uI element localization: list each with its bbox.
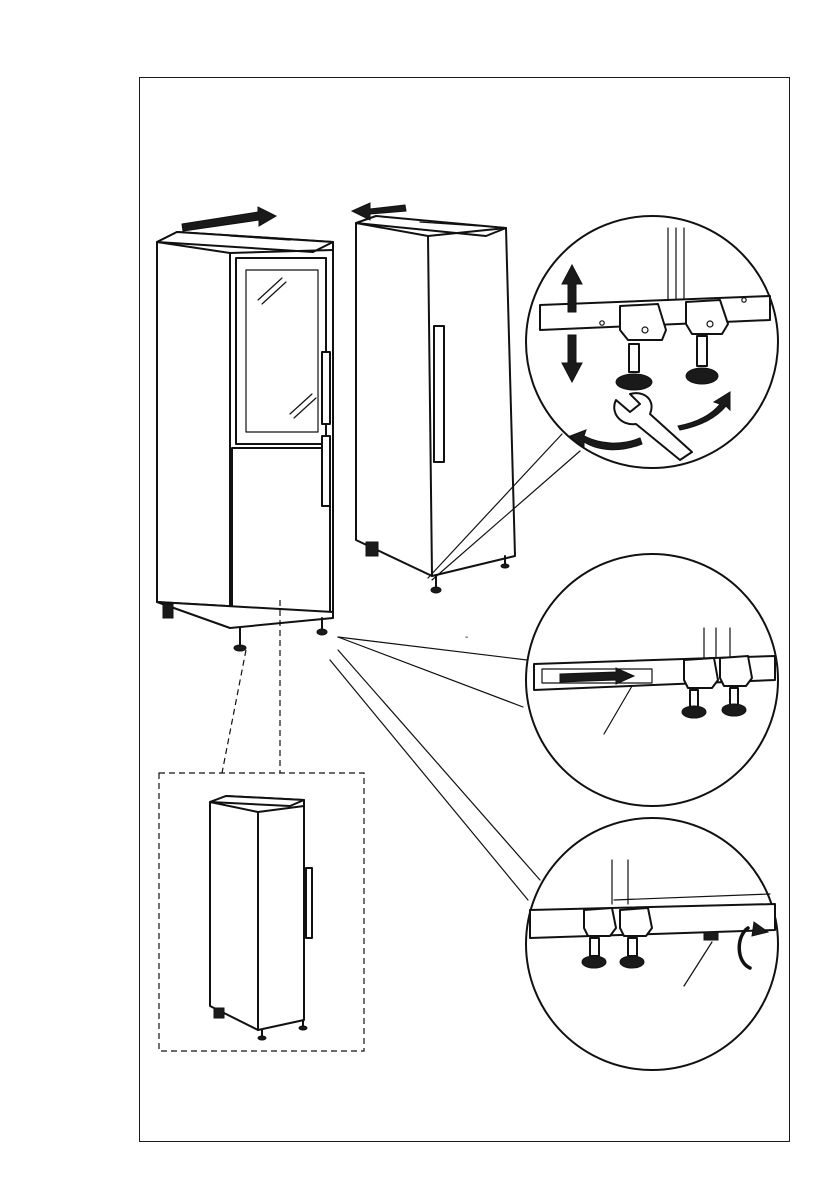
appliance-single-inset [210,796,312,1040]
inset-appliance-view [159,600,364,1051]
arrow-right-icon [182,207,276,231]
svg-text:-: - [465,632,468,643]
zoom-detail-bracket-slide [338,554,778,806]
appliance-left-glass-door [157,232,333,651]
appliance-right-solid-door [356,216,515,593]
